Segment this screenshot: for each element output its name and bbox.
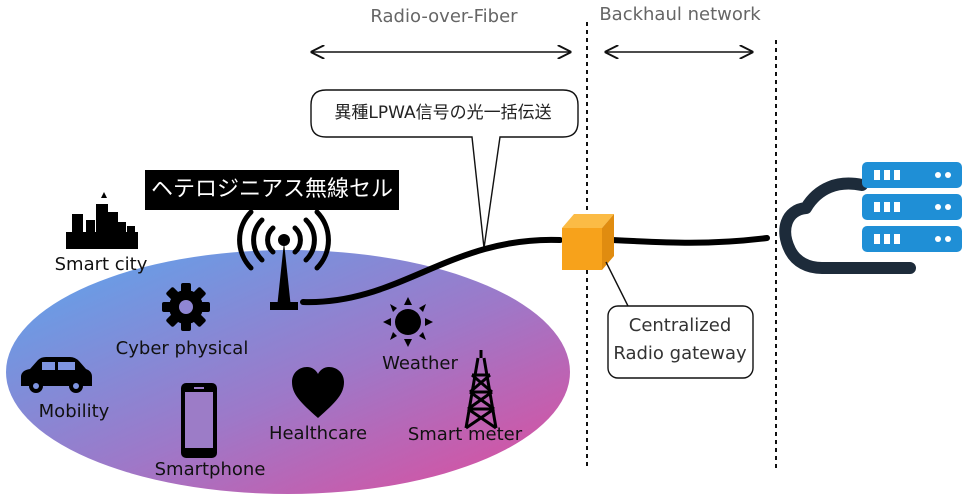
sun-icon xyxy=(383,297,433,347)
wireless-cell-area xyxy=(6,250,570,494)
rof-header-label: Radio-over-Fiber xyxy=(370,6,518,27)
weather-label: Weather xyxy=(382,353,458,374)
gateway-label-line1: Centralized xyxy=(628,315,732,336)
smart-city-label: Smart city xyxy=(54,254,148,275)
gateway-cube-icon xyxy=(562,214,614,270)
heart-icon xyxy=(292,367,344,418)
callout-text: 異種LPWA信号の光一括伝送 xyxy=(334,103,552,123)
smart-meter-label: Smart meter xyxy=(407,424,523,445)
gear-icon xyxy=(162,283,210,331)
gateway-label-line2: Radio gateway xyxy=(613,343,747,364)
healthcare-label: Healthcare xyxy=(268,423,368,444)
backhaul-header-label: Backhaul network xyxy=(599,4,761,25)
cell-title: ヘテロジニアス無線セル xyxy=(145,170,400,210)
cloud-server-icon xyxy=(779,162,962,274)
fiber-link xyxy=(300,236,563,306)
backhaul-link xyxy=(609,235,770,246)
smart-city-icon xyxy=(66,192,138,249)
callout-bubble xyxy=(310,89,579,249)
smart-meter-tower-icon xyxy=(464,350,498,430)
smartphone-icon xyxy=(181,383,217,458)
gateway-label: Centralized Radio gateway xyxy=(610,312,750,368)
gateway-leader-line xyxy=(605,261,629,307)
antenna-icon xyxy=(237,209,331,310)
smartphone-label: Smartphone xyxy=(154,459,266,480)
gateway-label-box xyxy=(607,305,754,379)
cyber-physical-label: Cyber physical xyxy=(115,338,249,359)
mobility-label: Mobility xyxy=(38,401,110,422)
car-icon xyxy=(21,357,92,393)
